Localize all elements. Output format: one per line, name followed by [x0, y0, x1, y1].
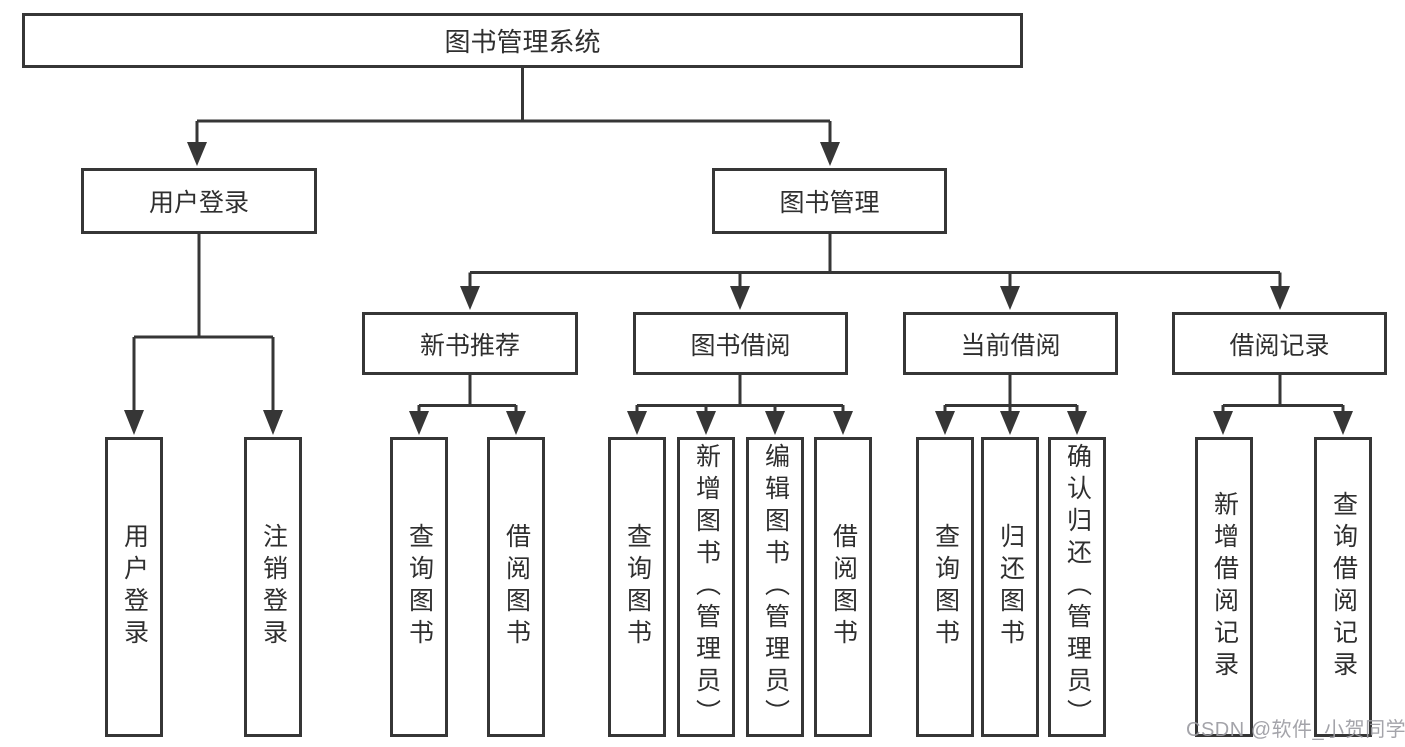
node-root-label: 图书管理系统 — [444, 27, 601, 57]
node-root: 图书管理系统 — [22, 13, 1023, 68]
leaf-current-query-book: 查询图书 — [916, 437, 974, 737]
node-new-book-recommend-label: 新书推荐 — [419, 331, 520, 360]
leaf-borrow-add-book-admin-label: 新增图书（管理员） — [692, 443, 721, 731]
connector-arrowheads — [124, 142, 1353, 435]
leaf-recommend-borrow-book-label: 借阅图书 — [502, 523, 531, 651]
node-book-borrow: 图书借阅 — [633, 312, 848, 375]
leaf-records-query-record: 查询借阅记录 — [1314, 437, 1372, 737]
leaf-current-query-book-label: 查询图书 — [931, 523, 960, 651]
leaf-recommend-query-book-label: 查询图书 — [405, 523, 434, 651]
node-current-borrow-label: 当前借阅 — [960, 331, 1061, 360]
node-user-login: 用户登录 — [81, 168, 317, 234]
watermark: CSDN @软件_小贺同学 — [1186, 719, 1405, 741]
leaf-recommend-query-book: 查询图书 — [390, 437, 448, 737]
leaf-user-login-label: 用户登录 — [120, 523, 149, 651]
leaf-records-query-record-label: 查询借阅记录 — [1329, 491, 1358, 683]
leaf-borrow-borrow-book: 借阅图书 — [814, 437, 872, 737]
leaf-logout-label: 注销登录 — [259, 523, 288, 651]
node-book-management-label: 图书管理 — [779, 189, 880, 217]
leaf-current-return-book-label: 归还图书 — [996, 523, 1025, 651]
leaf-logout: 注销登录 — [244, 437, 302, 737]
leaf-borrow-add-book-admin: 新增图书（管理员） — [677, 437, 735, 737]
node-new-book-recommend: 新书推荐 — [362, 312, 578, 375]
node-user-login-label: 用户登录 — [148, 189, 249, 217]
node-borrow-records: 借阅记录 — [1172, 312, 1387, 375]
node-book-management: 图书管理 — [712, 168, 947, 234]
leaf-current-confirm-return-admin: 确认归还（管理员） — [1048, 437, 1106, 737]
node-current-borrow: 当前借阅 — [903, 312, 1118, 375]
leaf-records-add-record-label: 新增借阅记录 — [1210, 491, 1239, 683]
leaf-recommend-borrow-book: 借阅图书 — [487, 437, 545, 737]
leaf-current-confirm-return-admin-label: 确认归还（管理员） — [1063, 443, 1092, 731]
leaf-borrow-query-book: 查询图书 — [608, 437, 666, 737]
leaf-borrow-edit-book-admin-label: 编辑图书（管理员） — [761, 443, 790, 731]
connector-lines — [132, 68, 1345, 414]
node-borrow-records-label: 借阅记录 — [1229, 331, 1330, 360]
leaf-user-login: 用户登录 — [105, 437, 163, 737]
leaf-records-add-record: 新增借阅记录 — [1195, 437, 1253, 737]
node-book-borrow-label: 图书借阅 — [690, 331, 791, 360]
leaf-borrow-query-book-label: 查询图书 — [623, 523, 652, 651]
leaf-borrow-edit-book-admin: 编辑图书（管理员） — [746, 437, 804, 737]
leaf-borrow-borrow-book-label: 借阅图书 — [829, 523, 858, 651]
leaf-current-return-book: 归还图书 — [981, 437, 1039, 737]
